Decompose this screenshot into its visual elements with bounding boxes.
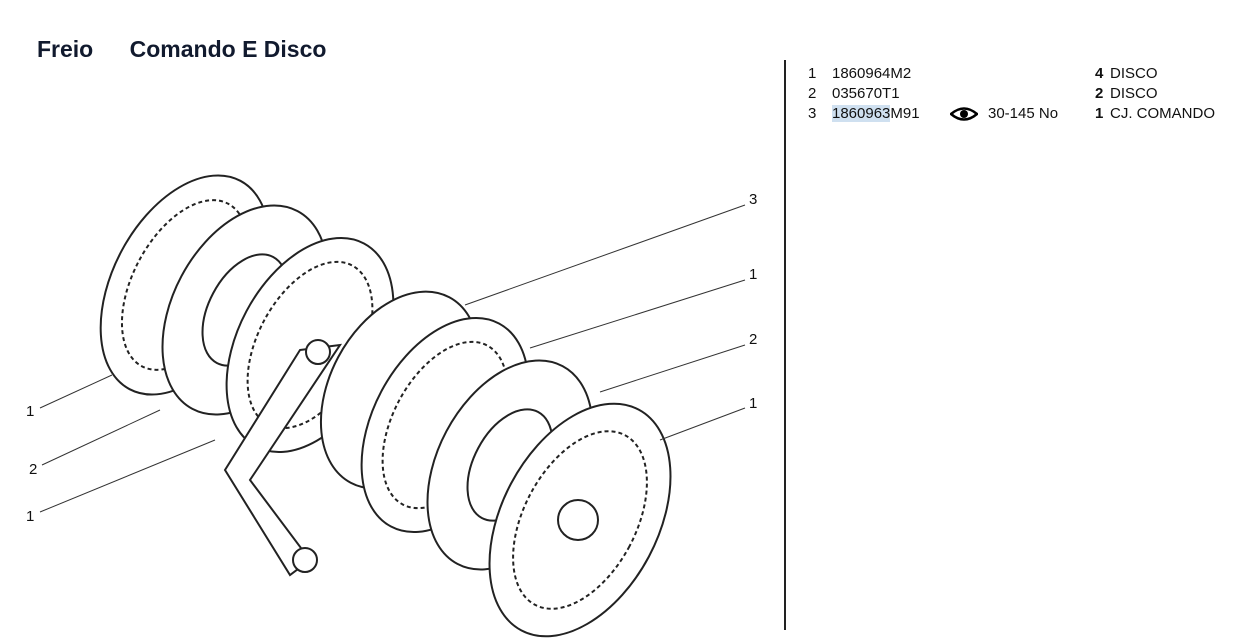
callout-label: 1 <box>749 266 757 283</box>
exploded-diagram: 3 1 2 1 1 2 1 <box>26 174 757 638</box>
callout-label: 1 <box>26 403 34 420</box>
callout-label: 1 <box>26 508 34 525</box>
part-number[interactable]: 035670T1 <box>832 85 900 102</box>
diagram-parts <box>99 174 672 638</box>
description: DISCO <box>1110 65 1158 82</box>
callout-label: 1 <box>749 395 757 412</box>
part-number[interactable]: 1860964M2 <box>832 65 912 82</box>
description: CJ. COMANDO <box>1110 105 1215 122</box>
divider <box>784 60 786 630</box>
callout-label: 3 <box>749 191 757 208</box>
title-subsection: Comando E Disco <box>129 36 327 62</box>
parts-row[interactable]: 3 1860963M91 30-145 No 1 CJ. COMANDO <box>808 104 1228 124</box>
eye-icon[interactable] <box>949 107 979 127</box>
quantity: 1 <box>1095 105 1104 122</box>
disc-6 <box>488 402 672 638</box>
page-title: Freio Comando E Disco <box>37 36 356 63</box>
part-number[interactable]: 1860963M91 <box>832 104 920 124</box>
callout-lines <box>39 204 746 513</box>
quantity: 4 <box>1095 65 1104 82</box>
description: DISCO <box>1110 85 1158 102</box>
part-number-suffix: M91 <box>890 105 920 122</box>
quantity: 2 <box>1095 85 1104 102</box>
parts-row[interactable]: 1 1860964M2 4 DISCO <box>808 64 1228 84</box>
serial-range: 30-145 No <box>988 105 1059 122</box>
ref-number: 3 <box>808 105 817 122</box>
parts-list: 1 1860964M2 4 DISCO 2 035670T1 2 DISCO 3… <box>808 64 1228 124</box>
ref-number: 2 <box>808 85 817 102</box>
ref-number: 1 <box>808 65 817 82</box>
callout-label: 2 <box>29 461 37 478</box>
callout-label: 2 <box>749 331 757 348</box>
title-section: Freio <box>37 36 94 62</box>
parts-row[interactable]: 2 035670T1 2 DISCO <box>808 84 1228 104</box>
part-number-highlight: 1860963 <box>832 105 891 122</box>
